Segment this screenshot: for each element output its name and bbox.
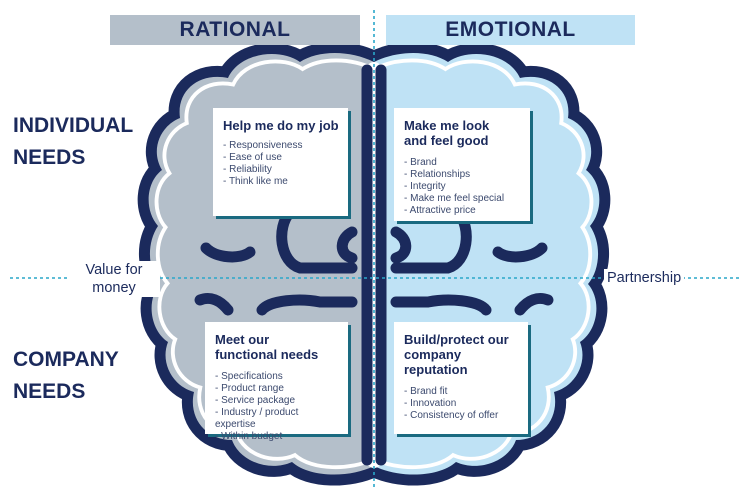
card-title-line: Help me do my job — [223, 118, 339, 133]
list-item: Think like me — [223, 176, 339, 188]
company-needs-label: COMPANY NEEDS — [13, 344, 119, 408]
company-needs-line-1: COMPANY — [13, 348, 119, 371]
list-item: Service package — [215, 395, 339, 407]
individual-needs-line-1: INDIVIDUAL — [13, 114, 134, 137]
list-item: Responsiveness — [223, 140, 339, 152]
card-title-line: Build/protect our — [404, 332, 509, 347]
list-item: Industry / product expertise — [215, 407, 339, 431]
card-list: Responsiveness Ease of use Reliability T… — [223, 140, 339, 188]
list-item: Brand fit — [404, 386, 519, 398]
card-title-line: and feel good — [404, 133, 489, 148]
individual-needs-line-2: NEEDS — [13, 146, 86, 169]
card-title-line: Make me look — [404, 118, 490, 133]
individual-needs-label: INDIVIDUAL NEEDS — [13, 110, 133, 174]
list-item: Attractive price — [404, 205, 521, 217]
list-item: Brand — [404, 157, 521, 169]
list-item: Innovation — [404, 398, 519, 410]
rational-header-label: RATIONAL — [179, 18, 291, 41]
card-title: Help me do my job — [223, 118, 339, 133]
card-build-protect-company-reputation: Build/protect our company reputation Bra… — [394, 322, 528, 434]
card-title: Meet our functional needs — [215, 332, 339, 362]
card-title-line: Meet our — [215, 332, 270, 347]
card-list: Brand Relationships Integrity Make me fe… — [404, 157, 521, 217]
list-item: Product range — [215, 383, 339, 395]
card-list: Brand fit Innovation Consistency of offe… — [404, 386, 519, 422]
list-item: Consistency of offer — [404, 410, 519, 422]
card-help-me-do-my-job: Help me do my job Responsiveness Ease of… — [213, 108, 348, 216]
partnership-text: Partnership — [607, 270, 682, 286]
card-make-me-look-and-feel-good: Make me look and feel good Brand Relatio… — [394, 108, 530, 221]
list-item: Within budget — [215, 431, 339, 443]
list-item: Ease of use — [223, 152, 339, 164]
list-item: Specifications — [215, 371, 339, 383]
emotional-header-label: EMOTIONAL — [445, 18, 576, 41]
list-item: Integrity — [404, 181, 521, 193]
list-item: Relationships — [404, 169, 521, 181]
partnership-label: Partnership — [604, 269, 685, 287]
value-for-money-line-1: Value for — [85, 262, 143, 278]
card-title-line: functional needs — [215, 347, 319, 362]
card-title: Make me look and feel good — [404, 118, 521, 148]
card-list: Specifications Product range Service pac… — [215, 371, 339, 443]
company-needs-line-2: NEEDS — [13, 380, 86, 403]
emotional-header: EMOTIONAL — [386, 15, 635, 45]
card-title: Build/protect our company reputation — [404, 332, 519, 377]
value-for-money-line-2: money — [92, 280, 136, 296]
list-item: Reliability — [223, 164, 339, 176]
value-for-money-label: Value for money — [68, 261, 160, 297]
card-meet-our-functional-needs: Meet our functional needs Specifications… — [205, 322, 348, 442]
card-title-line: company reputation — [404, 347, 468, 377]
rational-header: RATIONAL — [110, 15, 360, 45]
list-item: Make me feel special — [404, 193, 521, 205]
